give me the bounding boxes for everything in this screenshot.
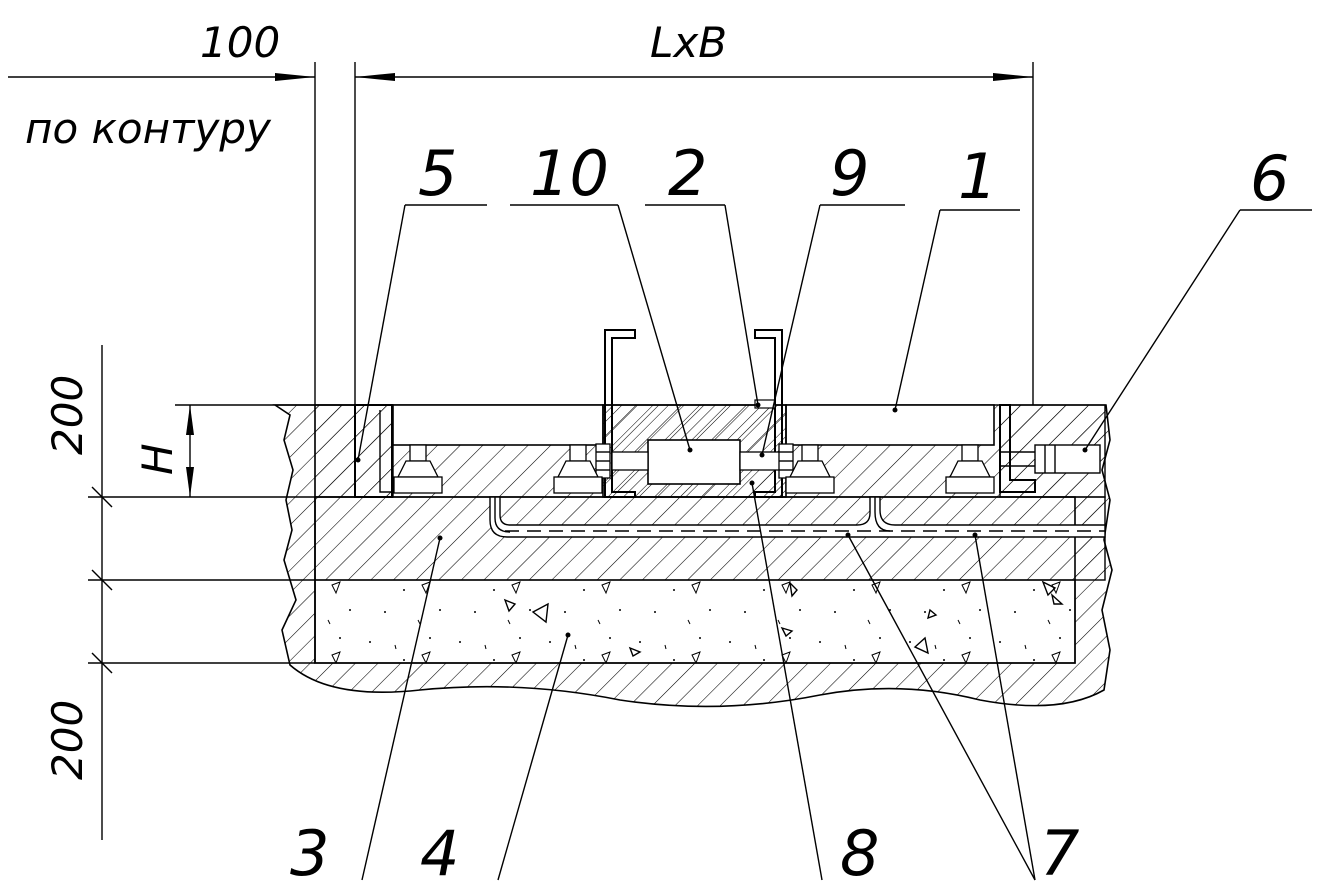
callout-9: 9 xyxy=(830,137,869,210)
channel-profile-left xyxy=(604,329,636,498)
dimension-offset: 100 xyxy=(200,18,280,67)
callout-2: 2 xyxy=(668,137,707,210)
leader-dots xyxy=(355,402,1088,638)
dimension-height: H xyxy=(133,443,182,475)
channel-profile-right xyxy=(754,329,783,498)
dimension-top-layer: 200 xyxy=(43,375,92,455)
callout-6: 6 xyxy=(1250,142,1289,215)
callout-1: 1 xyxy=(958,140,997,213)
callout-4: 4 xyxy=(420,817,459,883)
dimension-span: LxB xyxy=(650,18,727,67)
callout-10: 10 xyxy=(530,137,609,210)
callout-3: 3 xyxy=(290,817,329,883)
frame-angle-left xyxy=(354,404,393,498)
anchor-bolt xyxy=(1000,444,1101,474)
tension-rods xyxy=(595,443,794,479)
platform-left xyxy=(392,404,604,446)
load-cell xyxy=(647,439,741,485)
dimension-offset-note: по контуру xyxy=(25,104,272,153)
callout-7: 7 xyxy=(1040,817,1079,883)
callout-8: 8 xyxy=(840,817,879,883)
platform-right xyxy=(785,404,995,446)
concrete-base-layer xyxy=(314,579,1076,664)
frame-angle-right xyxy=(999,404,1036,493)
dimension-bottom-layer: 200 xyxy=(43,700,92,780)
aggregate-marks xyxy=(503,580,1064,658)
callout-5: 5 xyxy=(418,137,457,210)
pipe-channel-left xyxy=(489,496,1106,538)
adjustable-feet xyxy=(393,444,995,494)
leader-lines xyxy=(357,204,1312,881)
